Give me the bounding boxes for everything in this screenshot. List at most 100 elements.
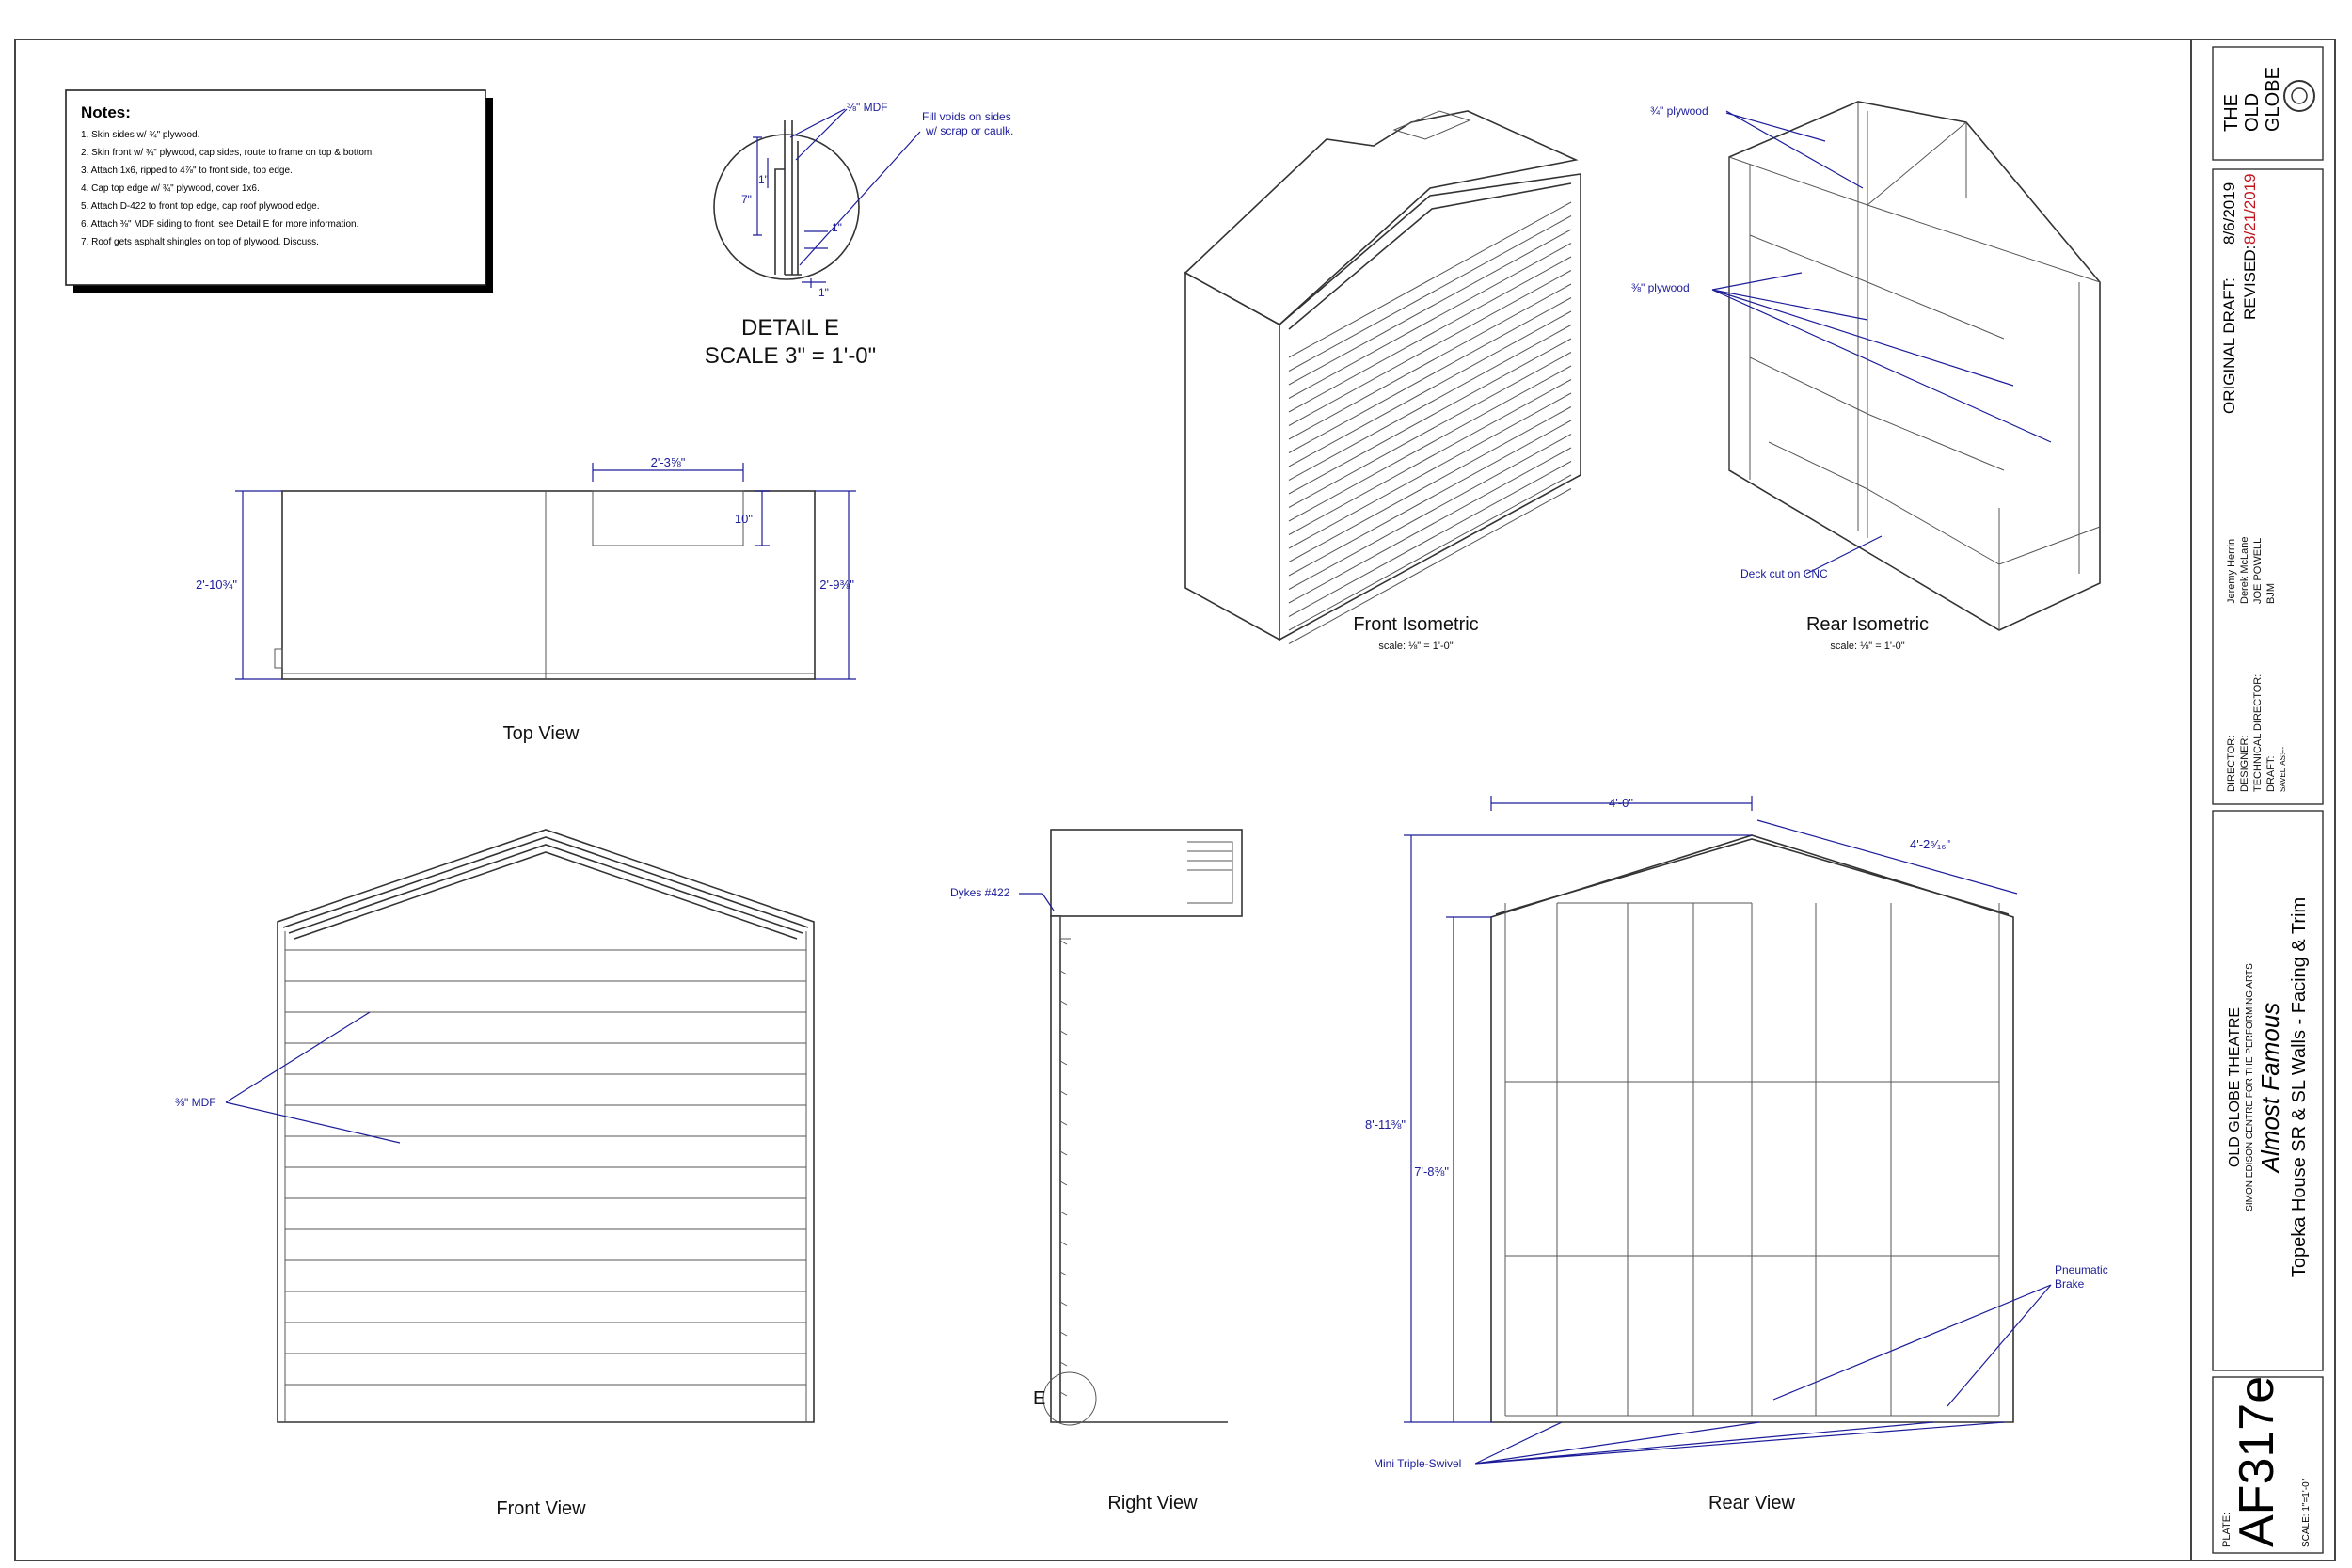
- rear-iso-scale: scale: ⅛" = 1'-0": [1830, 641, 1904, 652]
- fill-note-1: Fill voids on sides: [922, 110, 1011, 123]
- detail-section: [774, 120, 802, 276]
- sheet-border: [14, 39, 2336, 1561]
- saved-label: SAVED AS:: [2279, 753, 2287, 792]
- detail-title: DETAIL E: [741, 315, 839, 341]
- brake-label-2: Brake: [2055, 1277, 2085, 1291]
- iso-siding-line: [1288, 243, 1572, 399]
- siding-profile-tick: [1059, 1000, 1068, 1006]
- siding-profile-tick: [1059, 1180, 1068, 1186]
- revised-label: REVISED:: [2241, 245, 2259, 320]
- front-view-siding: [285, 949, 806, 1386]
- detail-circle: [713, 134, 860, 280]
- iso-siding-line: [1288, 201, 1572, 358]
- iso-siding-line: [1288, 352, 1572, 508]
- dim-1a: 1": [758, 173, 769, 186]
- siding-profile-tick: [1059, 1211, 1068, 1216]
- iso-siding-line: [1288, 270, 1572, 426]
- iso-siding-line: [1288, 379, 1572, 535]
- casters-label: Mini Triple-Swivel: [1374, 1457, 1461, 1470]
- brake-label-1: Pneumatic: [2055, 1263, 2108, 1276]
- designer-name: Derek McLane: [2239, 536, 2250, 604]
- siding-profile-tick: [1059, 1060, 1068, 1066]
- top-view: 2'-3⅝" 10" 2'-10¾" 2'-9⅜" Top View: [196, 455, 856, 744]
- right-view-label: Right View: [1107, 1493, 1198, 1513]
- plate-label: PLATE:: [2221, 1513, 2233, 1547]
- right-view: E Dykes #422 Right View: [950, 829, 1243, 1513]
- front-mdf-label: ⅜" MDF: [175, 1096, 216, 1109]
- siding-profile-tick: [1059, 1150, 1068, 1156]
- mdf-label: ⅜" MDF: [847, 101, 888, 114]
- iso-siding-line: [1288, 392, 1572, 549]
- rear-view: 4'-0" 4'-2⁵⁄₁₆" 8'-11⅜" 7'-8⅜" Pneumatic…: [1365, 796, 2108, 1513]
- siding-profile-tick: [1059, 1271, 1068, 1276]
- siding-profile-tick: [1059, 1301, 1068, 1307]
- director-label: DIRECTOR:: [2226, 736, 2237, 792]
- title-block: THE OLD GLOBE ORIGINAL DRAFT: REVISED: 8…: [2212, 46, 2324, 1554]
- siding-profile-tick: [1059, 1030, 1068, 1036]
- saved-value: ---: [2279, 747, 2287, 754]
- dim-width: 2'-3⅝": [651, 455, 686, 469]
- ply-38-label: ⅜" plywood: [1631, 281, 1690, 294]
- iso-siding-line: [1288, 310, 1572, 467]
- note-item: 7. Roof gets asphalt shingles on top of …: [81, 237, 319, 247]
- iso-siding-line: [1288, 474, 1572, 631]
- revised-date: 8/21/2019: [2241, 173, 2259, 245]
- detail-e: 7" 1" 1" 1" ⅜" MDF Fill voids on sides w…: [705, 101, 1014, 369]
- rear-view-label: Rear View: [1708, 1493, 1795, 1513]
- director-name: Jeremy Herrin: [2226, 539, 2237, 604]
- ply-34-label: ¾" plywood: [1650, 104, 1708, 118]
- front-iso-label: Front Isometric: [1353, 614, 1478, 635]
- draft-name: BJM: [2265, 583, 2277, 604]
- note-item: 6. Attach ⅜" MDF siding to front, see De…: [81, 219, 358, 230]
- theatre-name: OLD GLOBE THEATRE: [2227, 1007, 2243, 1167]
- siding-profile-tick: [1059, 1241, 1068, 1246]
- deck-label: Deck cut on CNC: [1740, 567, 1828, 580]
- iso-siding-line: [1288, 256, 1572, 413]
- front-view: ⅜" MDF Front View: [175, 829, 815, 1519]
- front-iso-siding: [1288, 201, 1572, 644]
- td-label: TECHNICAL DIRECTOR:: [2252, 674, 2264, 792]
- siding-profile-tick: [1059, 1090, 1068, 1096]
- dim-1c: 1": [818, 286, 829, 299]
- detail-scale: SCALE 3" = 1'-0": [705, 343, 876, 369]
- plate-scale: SCALE: 1"=1'-0": [2301, 1478, 2312, 1547]
- iso-siding-line: [1288, 229, 1572, 386]
- note-item: 3. Attach 1x6, ripped to 4⅞" to front si…: [81, 166, 293, 176]
- dim-roof: 4'-2⁵⁄₁₆": [1910, 837, 1950, 851]
- iso-siding-line: [1288, 434, 1572, 590]
- dim-10: 10": [735, 512, 753, 526]
- rear-isometric: ¾" plywood ⅜" plywood Deck cut on CNC Re…: [1631, 101, 2101, 652]
- detail-callout-label: E: [1033, 1388, 1045, 1409]
- dim-7: 7": [741, 193, 752, 206]
- plate-number: AF317e: [2230, 1376, 2284, 1547]
- top-view-label: Top View: [503, 723, 580, 744]
- siding-profile-tick: [1059, 1361, 1068, 1367]
- siding-profile-tick: [1059, 1391, 1068, 1397]
- centre-name: SIMON EDISON CENTRE FOR THE PERFORMING A…: [2245, 963, 2255, 1212]
- note-item: 4. Cap top edge w/ ¾" plywood, cover 1x6…: [81, 183, 260, 194]
- iso-siding-line: [1288, 447, 1572, 604]
- iso-siding-line: [1288, 461, 1572, 617]
- draft-label: DRAFT:: [2265, 756, 2277, 793]
- td-name: JOE POWELL: [2252, 538, 2264, 604]
- note-item: 2. Skin front w/ ¾" plywood, cap sides, …: [81, 148, 374, 158]
- logo-the: THE: [2221, 94, 2242, 132]
- iso-siding-line: [1288, 338, 1572, 495]
- iso-siding-line: [1288, 488, 1572, 644]
- siding-profile-tick: [1059, 940, 1068, 945]
- notes-heading: Notes:: [81, 103, 131, 121]
- front-iso-scale: scale: ⅛" = 1'-0": [1378, 641, 1453, 652]
- logo-globe: GLOBE: [2263, 67, 2283, 132]
- iso-siding-line: [1288, 406, 1572, 562]
- globe-logo-icon: [2283, 80, 2315, 112]
- drawing-title: Topeka House SR & SL Walls - Facing & Tr…: [2289, 897, 2310, 1277]
- iso-siding-line: [1288, 420, 1572, 577]
- orig-draft-date: 8/6/2019: [2220, 182, 2238, 245]
- rear-view-frame: [1504, 902, 2000, 1417]
- siding-profile-tick: [1059, 1120, 1068, 1126]
- iso-siding-line: [1288, 283, 1572, 440]
- iso-siding-line: [1288, 365, 1572, 522]
- dykes-label: Dykes #422: [950, 886, 1010, 899]
- iso-siding-line: [1288, 297, 1572, 453]
- notes-box: Notes: 1. Skin sides w/ ¾" plywood. 2. S…: [65, 89, 493, 293]
